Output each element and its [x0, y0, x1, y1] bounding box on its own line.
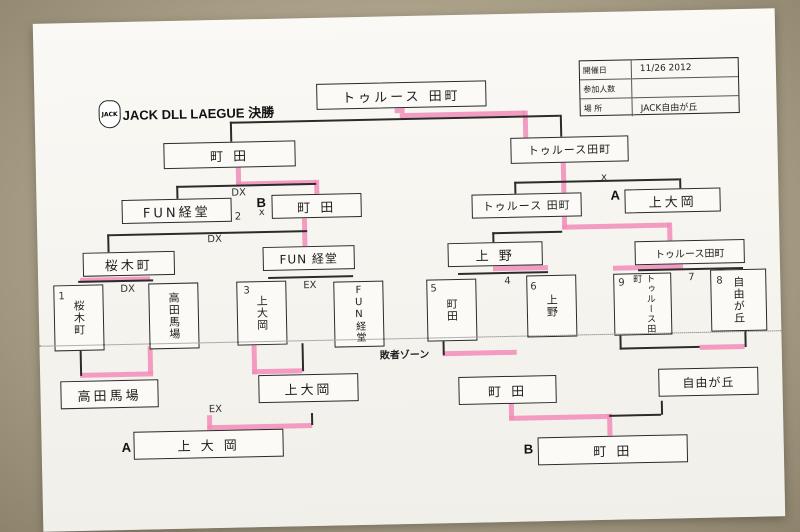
highlight-path — [699, 343, 745, 350]
highlight-path — [252, 368, 303, 375]
bracket-line — [619, 345, 700, 350]
lz-2-box: 上大岡 — [258, 373, 359, 404]
note-x: x — [258, 207, 265, 219]
bracket-line — [458, 271, 549, 275]
r16-2-box: FUN 経堂 — [262, 245, 355, 272]
team-name: 自由が丘 — [731, 275, 746, 325]
highlight-path — [562, 222, 671, 230]
note-number: 9 — [618, 277, 625, 289]
bracket-line — [79, 347, 82, 376]
r16-1-box: 桜木町 — [82, 250, 176, 277]
team-name: FUN経堂 — [352, 284, 366, 344]
lz-4-box: 自由が丘 — [658, 366, 759, 397]
note-number: 3 — [243, 285, 250, 297]
r32-2-box: 高田馬場 — [148, 282, 200, 350]
qf-left-a-box: FUN経堂 — [121, 197, 232, 225]
lz-1-box: 高田馬場 — [60, 379, 159, 410]
r16-3-box: 上 野 — [447, 241, 543, 268]
info-key: 場 所 — [580, 98, 633, 118]
note-dx: DX — [120, 283, 136, 296]
lz-3-box: 町 田 — [458, 374, 557, 405]
note-number: 2 — [234, 211, 242, 223]
team-name: 町田 — [445, 297, 459, 323]
marker-a: A — [610, 187, 621, 203]
bracket-line — [492, 230, 563, 234]
note-number: 5 — [430, 283, 437, 295]
bracket-line — [514, 178, 680, 184]
note-ex: EX — [208, 403, 223, 416]
bracket-line — [229, 114, 560, 124]
bracket-line — [660, 400, 663, 415]
bracket-line — [609, 413, 662, 417]
qf-right-a-box: トゥルース 田町 — [471, 192, 582, 219]
info-value: 11/26 2012 — [639, 63, 692, 75]
team-name: 桜木町 — [72, 299, 86, 337]
note-number: 1 — [58, 291, 65, 303]
r16-4-box: トゥルース田町 — [634, 238, 745, 266]
note-ex: EX — [303, 279, 317, 292]
tournament-sheet: JACK JACK DLL LAEGUE 決勝 開催日 11/26 2012 参… — [32, 8, 786, 532]
note-x: x — [600, 171, 608, 183]
bracket-line — [229, 121, 232, 144]
lz-final-b-box: 町 田 — [537, 434, 689, 466]
bracket-line — [310, 413, 313, 426]
highlight-path — [667, 222, 673, 241]
info-key: 開催日 — [579, 60, 633, 80]
semi-right-box: トゥルース田町 — [510, 135, 629, 164]
info-key: 参加人数 — [580, 79, 633, 99]
highlight-path — [80, 371, 154, 378]
team-name: 上大岡 — [254, 294, 269, 332]
bracket-line — [107, 234, 110, 253]
highlight-path — [509, 413, 610, 421]
highlight-path — [147, 346, 154, 375]
jack-logo: JACK — [98, 100, 121, 129]
event-info-table: 開催日 11/26 2012 参加人数 場 所 JACK自由が丘 — [578, 57, 740, 118]
highlight-path — [607, 413, 613, 436]
lz-final-a-box: 上 大 岡 — [133, 428, 284, 460]
semi-left-box: 町 田 — [163, 140, 296, 170]
note-number: 8 — [716, 275, 723, 287]
note-number: 7 — [688, 272, 695, 284]
highlight-path — [442, 349, 517, 357]
marker-b-final: B — [523, 441, 534, 457]
qf-right-b-box: 上大岡 — [624, 187, 721, 214]
champion-box: トゥルース 田町 — [316, 80, 487, 110]
qf-left-b-box: 町 田 — [271, 192, 362, 219]
note-number: 6 — [530, 281, 537, 293]
bracket-line — [301, 343, 304, 372]
team-name: トゥルース田町 — [631, 273, 656, 335]
info-value: JACK自由が丘 — [640, 102, 698, 114]
note-dx: DX — [231, 187, 247, 199]
r32-4-box: FUN経堂 — [333, 280, 385, 348]
team-name: 高田馬場 — [166, 291, 181, 341]
marker-a-final: A — [121, 439, 132, 456]
note-dx: DX — [207, 233, 222, 246]
highlight-path — [301, 218, 308, 247]
note-number: 4 — [504, 275, 511, 288]
loser-zone-label: 敗者ゾーン — [379, 349, 430, 362]
info-row-venue: 場 所 JACK自由が丘 — [580, 96, 738, 118]
bracket-line — [559, 114, 562, 137]
team-name: 上野 — [545, 293, 559, 319]
bracket-line — [268, 275, 354, 279]
